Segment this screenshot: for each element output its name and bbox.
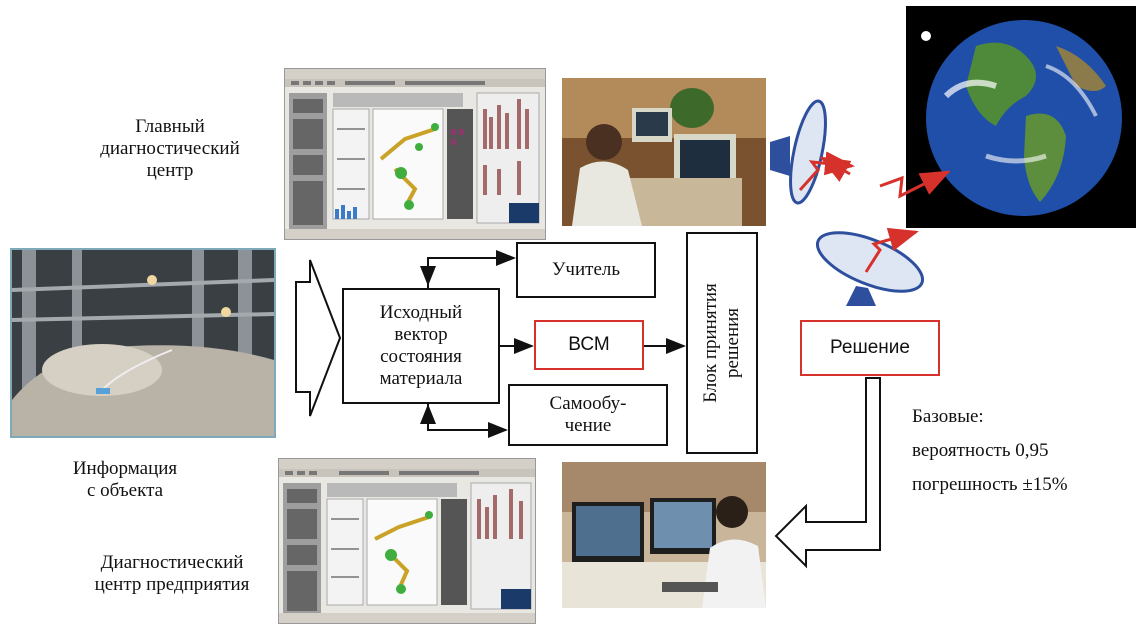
industrial-pipes-graphic (12, 250, 274, 436)
base-probability: вероятность 0,95 (912, 440, 1049, 461)
base-error: погрешность ±15% (912, 474, 1068, 495)
satellite-dish-top-icon (770, 99, 827, 205)
source-vector-text: Исходный вектор состояния материала (379, 302, 463, 389)
object-info-label: Информация с объекта (72, 458, 178, 501)
teacher-connector (427, 250, 516, 288)
software-window-graphic (279, 459, 535, 623)
decision-block-text: Блок принятия решения (700, 283, 743, 403)
vsm-box: ВСМ (534, 320, 644, 370)
operator-scene-graphic (562, 78, 766, 226)
main-center-label: Главный диагностический центр (100, 116, 240, 181)
decision-block-box: Блок принятия решения (686, 232, 758, 454)
software-window-graphic (285, 69, 545, 239)
input-hollow-arrow (295, 259, 342, 417)
teacher-text: Учитель (551, 259, 621, 280)
signal-dish-bottom (864, 227, 919, 273)
self-learning-text: Самообу- чение (549, 393, 627, 436)
vsm-text: ВСМ (568, 334, 610, 355)
signal-earth (879, 170, 951, 199)
enterprise-center-label: Диагностический центр предприятия (94, 552, 250, 595)
decision-text: Решение (830, 337, 910, 358)
output-hollow-arrow (774, 377, 881, 569)
plant-photo (10, 248, 276, 438)
enterprise-center-screenshot (278, 458, 536, 624)
operator-photo-top (562, 78, 766, 226)
self-learning-box: Самообу- чение (508, 384, 668, 446)
operator-photo-bottom (562, 462, 766, 608)
self-learning-connector (427, 402, 508, 438)
base-title: Базовые: (912, 406, 984, 427)
decision-box: Решение (800, 320, 940, 376)
workstation-scene-graphic (562, 462, 766, 608)
teacher-box: Учитель (516, 242, 656, 298)
main-center-screenshot (284, 68, 546, 240)
source-vector-box: Исходный вектор состояния материала (342, 288, 500, 404)
